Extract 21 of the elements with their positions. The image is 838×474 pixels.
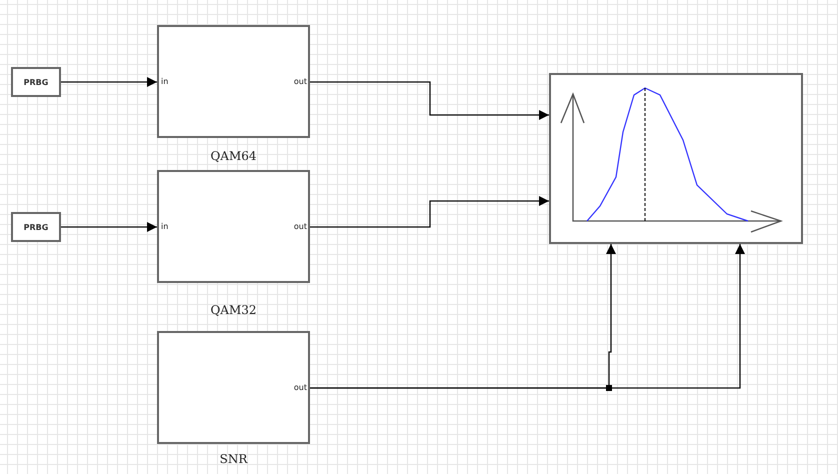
modulator-block (157, 25, 310, 138)
block-label: PRBG (22, 223, 50, 233)
noise-block (157, 331, 310, 444)
output-port-label: out (294, 77, 307, 87)
arrow (310, 196, 549, 228)
block-caption: SNR (218, 452, 249, 466)
block-caption: QAM64 (209, 149, 258, 163)
arrow (61, 222, 157, 232)
output-port-label: out (294, 383, 307, 393)
plot-display (549, 73, 803, 244)
block-caption: QAM32 (209, 303, 258, 317)
source-block (11, 67, 61, 97)
block-label: PRBG (22, 78, 50, 88)
modulator-block (157, 170, 310, 283)
arrow (310, 244, 745, 389)
arrow (61, 77, 157, 87)
output-port-label: out (294, 222, 307, 232)
source-block (11, 212, 61, 242)
arrow (310, 81, 549, 120)
input-port-label: in (161, 77, 168, 87)
input-port-label: in (161, 222, 168, 232)
